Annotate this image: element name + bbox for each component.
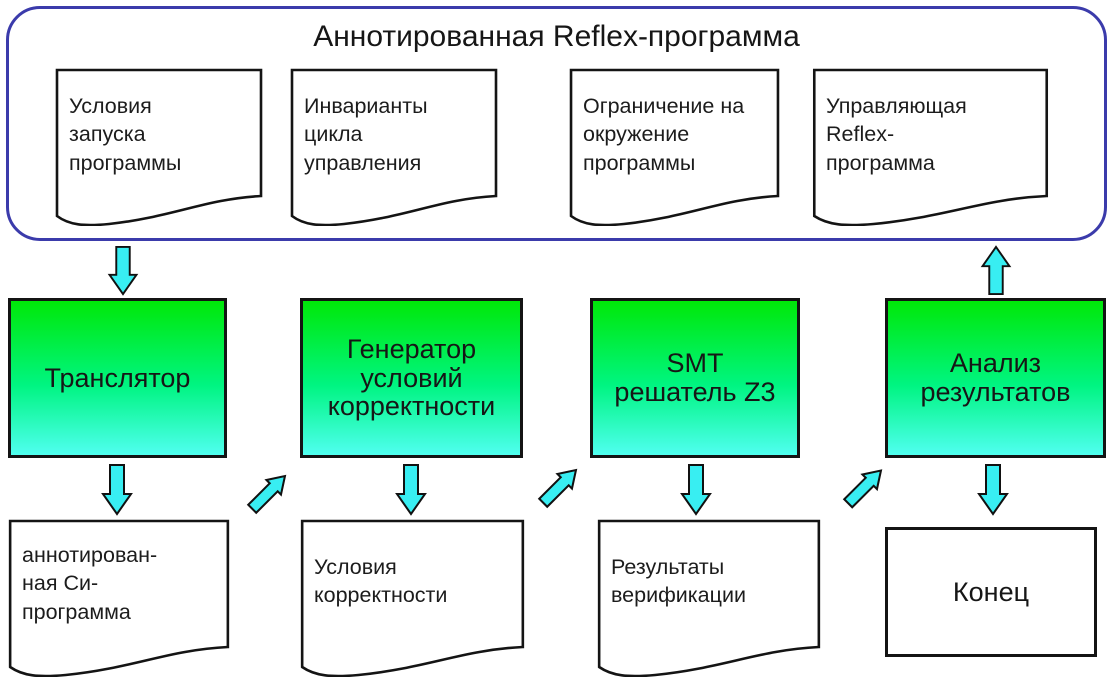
end-box-label: Конец: [952, 576, 1030, 607]
document-label: Ограничение на окружение программы: [583, 94, 745, 175]
document-shape-icon: [8, 519, 230, 677]
document-label: Инварианты цикла управления: [304, 94, 428, 175]
arrow-down-icon: [106, 246, 140, 296]
end-box: Конец: [885, 527, 1097, 657]
document-verification-results: Результаты верификации: [597, 519, 821, 677]
document-shape-icon: [290, 68, 498, 226]
document-shape-icon: [300, 519, 525, 677]
document-control-reflex-program: Управляющая Reflex- программа: [812, 68, 1049, 226]
arrow-down-icon: [100, 464, 134, 516]
document-correctness-conditions: Условия корректности: [300, 519, 525, 677]
document-loop-invariants: Инварианты цикла управления: [290, 68, 498, 226]
process-smt-solver-z3: SMT решатель Z3: [590, 298, 800, 458]
document-label: Условия корректности: [314, 555, 448, 608]
arrow-up-right-icon: [242, 474, 287, 519]
arrow-up-icon: [979, 245, 1013, 295]
arrow-up-right-icon: [838, 468, 883, 514]
document-annotated-c-program: аннотирован- ная Си- программа: [8, 519, 230, 677]
document-label: аннотирован- ная Си- программа: [22, 543, 158, 624]
group-title: Аннотированная Reflex-программа: [313, 20, 800, 53]
document-label: Результаты верификации: [611, 555, 746, 608]
arrow-up-right-icon: [533, 468, 578, 513]
process-translator: Транслятор: [8, 298, 227, 458]
document-start-conditions: Условия запуска программы: [55, 68, 263, 226]
document-environment-constraints: Ограничение на окружение программы: [569, 68, 780, 226]
document-shape-icon: [597, 519, 821, 677]
arrow-down-icon: [679, 464, 713, 516]
process-correctness-condition-generator: Генератор условий корректности: [300, 298, 523, 458]
document-label: Управляющая Reflex- программа: [826, 94, 967, 175]
document-label: Условия запуска программы: [69, 94, 182, 175]
document-shape-icon: [569, 68, 780, 226]
arrow-down-icon: [394, 464, 428, 516]
arrow-down-icon: [976, 464, 1010, 516]
document-shape-icon: [812, 68, 1049, 226]
document-shape-icon: [55, 68, 263, 226]
process-result-analysis: Анализ результатов: [885, 298, 1106, 458]
